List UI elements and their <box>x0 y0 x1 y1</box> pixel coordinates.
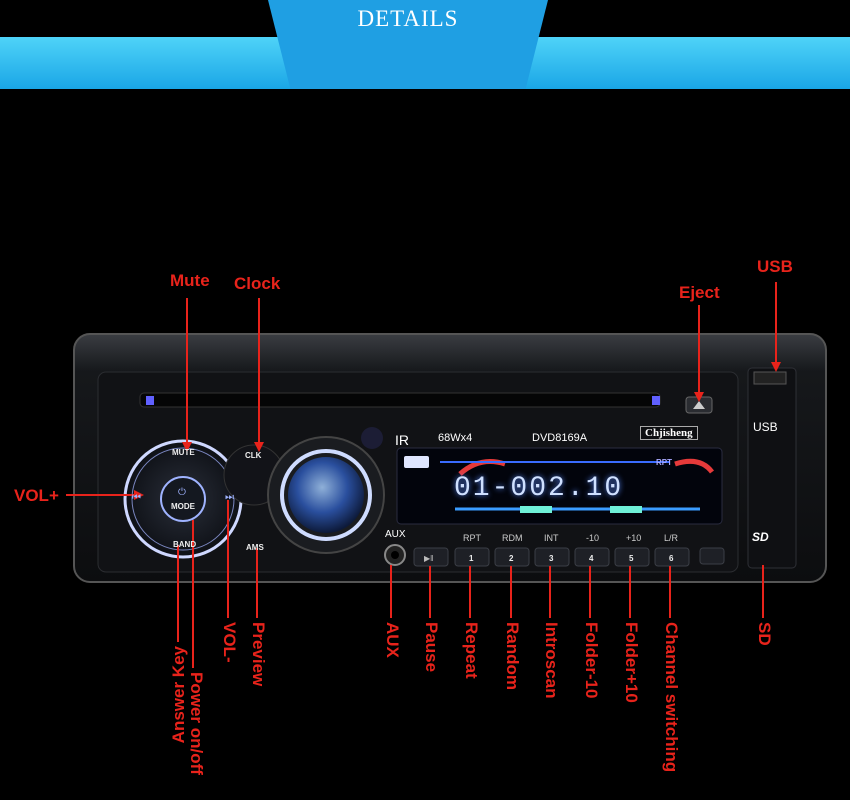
preset-label-5: +10 <box>626 533 642 543</box>
usb-label: USB <box>753 420 778 434</box>
mute-button-label[interactable]: MUTE <box>172 448 195 457</box>
callout-clock: Clock <box>234 274 281 293</box>
callout-eject: Eject <box>679 283 720 302</box>
callout-introscan: Introscan <box>542 622 561 699</box>
callout-aux: AUX <box>383 622 402 658</box>
page-title: DETAILS <box>357 6 459 31</box>
preset-label-1: RPT <box>463 533 481 543</box>
play-pause-icon[interactable]: ▶‖ <box>424 554 434 563</box>
callout-preview: Preview <box>249 622 268 687</box>
callout-vol-down: VOL- <box>220 622 239 663</box>
callout-sd: SD <box>755 622 774 646</box>
callout-usb: USB <box>757 257 793 276</box>
band-button-label[interactable]: BAND <box>173 540 197 549</box>
sd-label: SD <box>752 530 769 544</box>
preset-label-4: -10 <box>586 533 600 543</box>
callout-pause: Pause <box>422 622 441 673</box>
callout-repeat: Repeat <box>462 622 481 679</box>
preset-button-1[interactable]: 1 <box>469 554 474 563</box>
preset-label-3: INT <box>544 533 559 543</box>
prev-icon[interactable]: ⏮ <box>132 492 141 503</box>
callout-random: Random <box>503 622 522 690</box>
display-badge: RPT <box>656 458 672 467</box>
callout-channel: Channel switching <box>662 622 681 773</box>
usb-port <box>753 371 787 385</box>
brand-logo: Chjisheng <box>640 426 698 440</box>
callout-power: Power on/off <box>187 672 206 775</box>
preset-button-6[interactable]: 6 <box>669 554 674 563</box>
callout-mute: Mute <box>170 271 210 290</box>
callout-folder-plus: Folder+10 <box>622 622 641 703</box>
preset-label-6: L/R <box>664 533 679 543</box>
ams-button-label[interactable]: AMS <box>246 543 264 552</box>
clk-button-label[interactable]: CLK <box>245 451 262 460</box>
model-number: DVD8169A <box>532 432 588 444</box>
preset-button-3[interactable]: 3 <box>549 554 554 563</box>
power-icon: ⏻ <box>178 487 186 498</box>
volume-knob <box>288 457 364 533</box>
eject-icon <box>693 401 705 409</box>
power-rating: 68Wx4 <box>438 432 473 444</box>
header-tab <box>268 0 548 89</box>
callout-folder-minus: Folder-10 <box>582 622 601 699</box>
mode-button <box>160 476 206 522</box>
display-readout: 01-002.10 <box>454 473 624 504</box>
preset-button-5[interactable]: 5 <box>629 554 634 563</box>
ir-label: IR <box>395 432 409 448</box>
mode-button-label[interactable]: MODE <box>171 502 195 511</box>
aux-jack-label: AUX <box>385 529 406 540</box>
preset-label-2: RDM <box>502 533 523 543</box>
callout-vol-up: VOL+ <box>14 486 59 505</box>
preset-button-4[interactable]: 4 <box>589 554 594 563</box>
next-icon[interactable]: ⏭ <box>225 492 234 503</box>
preset-button-2[interactable]: 2 <box>509 554 514 563</box>
